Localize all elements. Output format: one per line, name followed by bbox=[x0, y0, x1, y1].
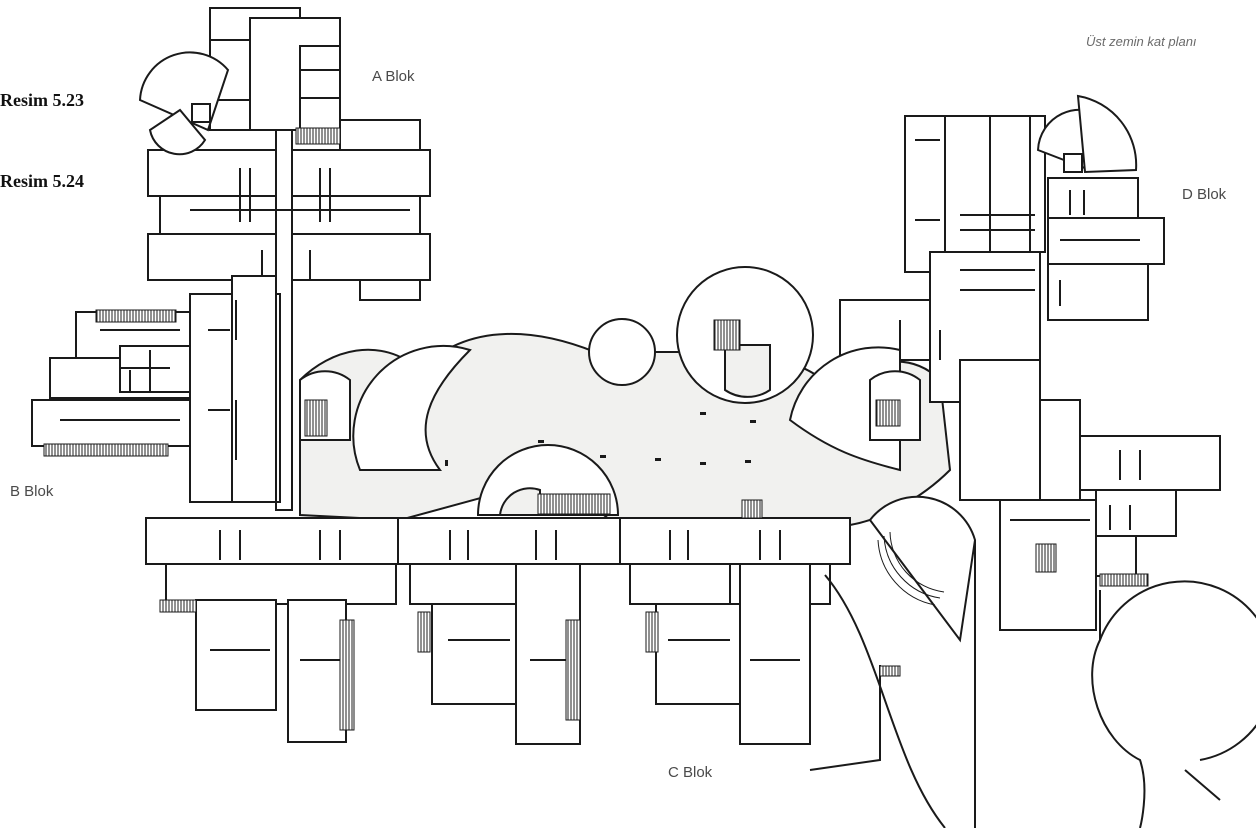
b-blok-label: B Blok bbox=[10, 483, 54, 500]
a-blok-interior-walls bbox=[190, 40, 410, 280]
figure-ref-5-23: Resim 5.23 bbox=[0, 90, 84, 110]
d-blok-label: D Blok bbox=[1182, 186, 1227, 203]
c-blok-wing bbox=[146, 518, 850, 744]
stair-tower bbox=[677, 267, 813, 403]
figure-ref-5-24: Resim 5.24 bbox=[0, 171, 84, 191]
a-blok-wing bbox=[140, 8, 430, 510]
c-blok-interior-walls bbox=[210, 530, 800, 660]
d-blok-wing bbox=[840, 96, 1220, 630]
stair-hatching bbox=[44, 128, 1148, 730]
d-blok-interior-walls bbox=[900, 140, 1140, 530]
a-blok-label: A Blok bbox=[372, 68, 415, 85]
south-east-arc bbox=[870, 497, 975, 640]
b-blok-interior-walls bbox=[60, 300, 236, 460]
c-blok-label: C Blok bbox=[668, 764, 713, 781]
south-east-ramp-loop bbox=[810, 540, 1256, 828]
round-pavilion bbox=[589, 319, 655, 385]
concourse-pillars bbox=[445, 412, 756, 466]
south-east-curved-stair bbox=[878, 532, 944, 605]
plan-title: Üst zemin kat planı bbox=[1086, 34, 1197, 49]
